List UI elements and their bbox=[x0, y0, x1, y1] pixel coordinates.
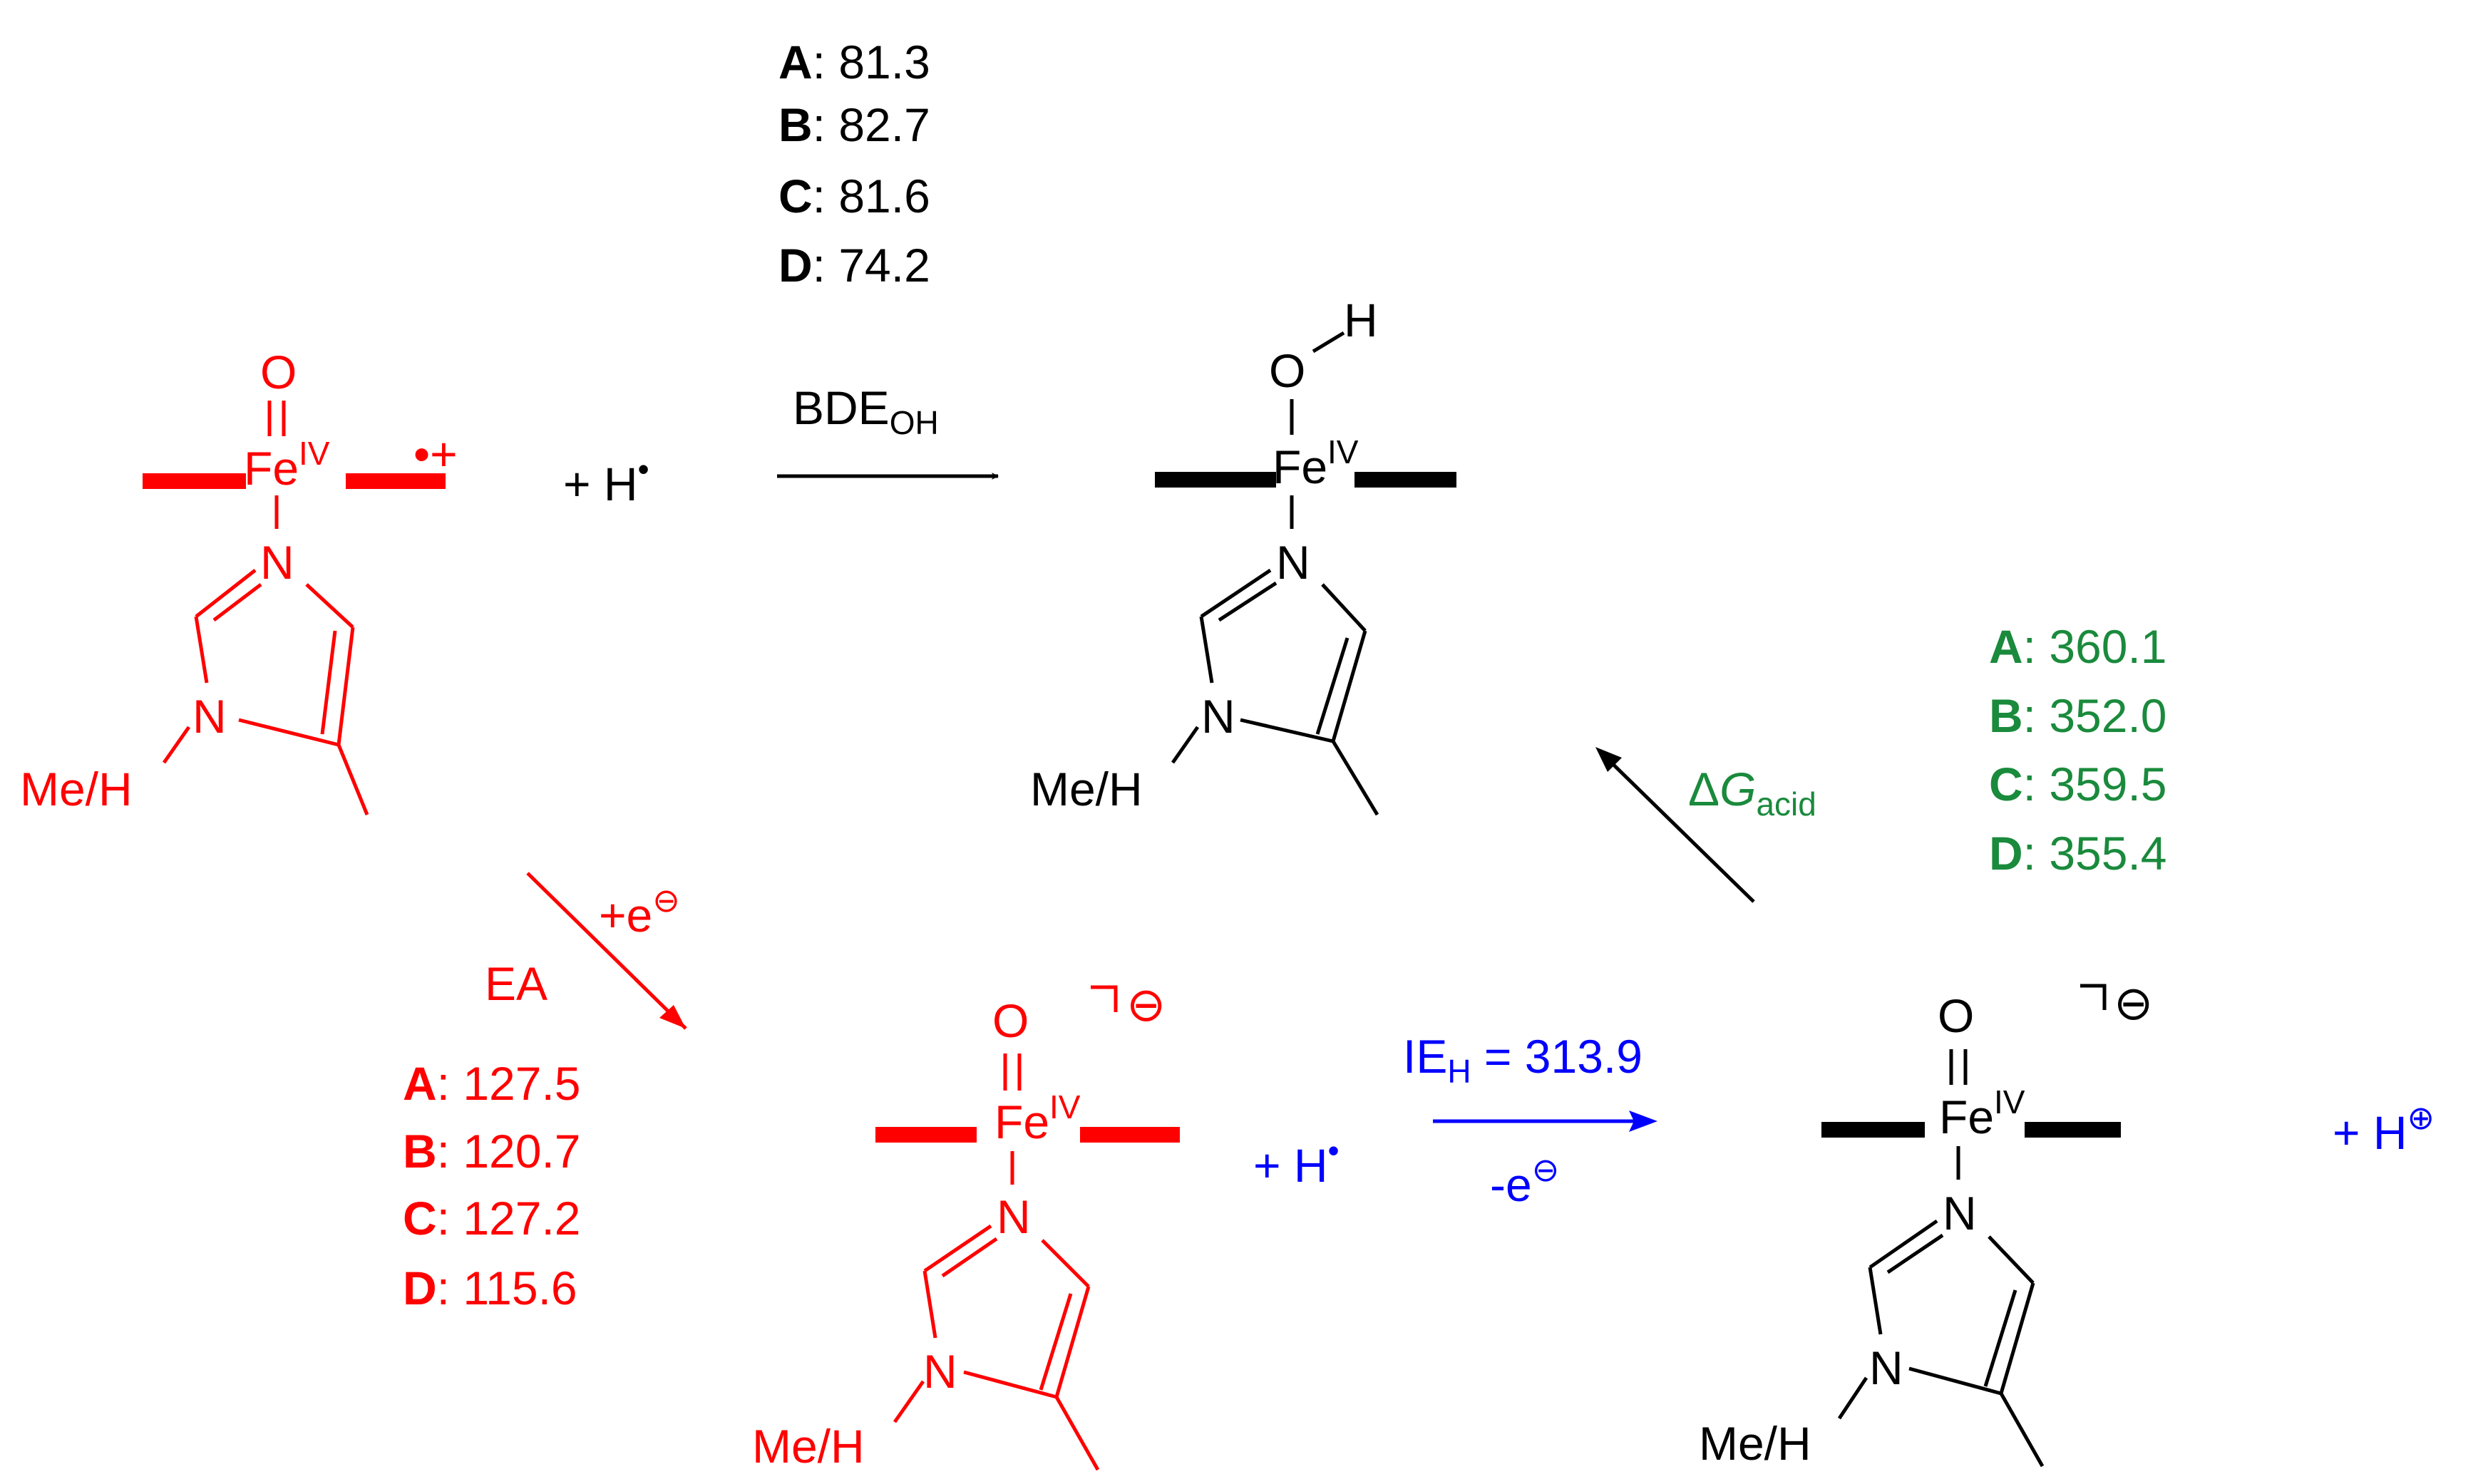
bde-a-value: A: 81.3 bbox=[778, 36, 930, 88]
acid-d-value: D: 355.4 bbox=[1989, 827, 2167, 880]
ea-arrow bbox=[526, 872, 687, 1030]
nitrogen-atom-bottom: N bbox=[923, 1345, 957, 1398]
ea-b-value: B: 120.7 bbox=[403, 1125, 581, 1178]
methyl-or-h-label: Me/H bbox=[1030, 763, 1143, 815]
nitrogen-atom-bottom: N bbox=[192, 690, 227, 743]
anion-bracket bbox=[2080, 984, 2107, 1010]
o-h-bond bbox=[1312, 331, 1345, 354]
nitrogen-atom-bottom: N bbox=[1201, 690, 1235, 743]
molecule-anion-red: O FeIV ⊖ N N Me/H bbox=[752, 978, 1180, 1473]
ie-label: IEH = 313.9 bbox=[1403, 1030, 1643, 1090]
oxygen-atom: O bbox=[260, 346, 297, 398]
iron-atom: FeIV bbox=[994, 1088, 1081, 1148]
imidazole-ring bbox=[1837, 1219, 2045, 1468]
ea-electron-label: +e⊖ bbox=[599, 882, 680, 942]
bde-d-value: D: 74.2 bbox=[778, 239, 930, 292]
ea-d-value: D: 115.6 bbox=[403, 1262, 577, 1314]
bde-c-value: C: 81.6 bbox=[778, 170, 930, 222]
nitrogen-atom-top: N bbox=[260, 536, 294, 589]
hydrogen-atom-reagent: + H• bbox=[563, 450, 649, 510]
hydrogen-atom-reagent-blue: + H• bbox=[1253, 1132, 1340, 1192]
ie-arrow-head bbox=[1629, 1111, 1657, 1132]
molecule-fe-oh-product: O H FeIV N N Me/H bbox=[1030, 294, 1456, 816]
anion-charge: ⊖ bbox=[1126, 978, 1166, 1031]
acid-a-value: A: 360.1 bbox=[1989, 620, 2167, 673]
oxygen-atom: O bbox=[1269, 344, 1305, 397]
oxygen-atom: O bbox=[1938, 989, 1974, 1042]
ea-c-value: C: 127.2 bbox=[403, 1192, 581, 1245]
molecule-anion-black: O FeIV ⊖ N N Me/H bbox=[1699, 977, 2153, 1470]
nitrogen-atom-bottom: N bbox=[1869, 1341, 1903, 1394]
imidazole-ring bbox=[1171, 568, 1379, 816]
imidazole-ring bbox=[893, 1224, 1100, 1471]
methyl-or-h-label: Me/H bbox=[20, 763, 133, 815]
acid-c-value: C: 359.5 bbox=[1989, 758, 2167, 810]
radical-cation-charge: •+ bbox=[413, 428, 458, 480]
nitrogen-atom-top: N bbox=[997, 1190, 1031, 1243]
methyl-or-h-label: Me/H bbox=[752, 1420, 865, 1473]
ie-electron-label: -e⊖ bbox=[1490, 1151, 1559, 1211]
nitrogen-atom-top: N bbox=[1943, 1187, 1977, 1240]
anion-charge: ⊖ bbox=[2114, 977, 2153, 1029]
nitrogen-atom-top: N bbox=[1276, 536, 1310, 589]
acid-label: ΔGacid bbox=[1688, 763, 1816, 823]
proton-product: + H⊕ bbox=[2333, 1099, 2435, 1159]
molecule-radical-cation: O FeIV •+ N N Me/H bbox=[20, 346, 458, 815]
ea-label: EA bbox=[485, 957, 548, 1010]
methyl-or-h-label: Me/H bbox=[1699, 1417, 1811, 1470]
iron-atom: FeIV bbox=[244, 435, 330, 495]
acid-arrow bbox=[1599, 751, 1755, 903]
acid-b-value: B: 352.0 bbox=[1989, 689, 2167, 742]
anion-bracket bbox=[1091, 985, 1118, 1012]
bde-oh-label: BDEOH bbox=[793, 381, 939, 441]
oxygen-atom: O bbox=[992, 994, 1029, 1047]
ea-arrow-head bbox=[659, 1005, 686, 1029]
acid-arrow-head bbox=[1595, 747, 1622, 772]
ea-a-value: A: 127.5 bbox=[403, 1057, 581, 1110]
iron-atom: FeIV bbox=[1273, 433, 1359, 493]
hydrogen-atom: H bbox=[1344, 294, 1378, 346]
iron-atom: FeIV bbox=[1939, 1083, 2025, 1143]
bde-b-value: B: 82.7 bbox=[778, 98, 930, 151]
imidazole-ring bbox=[162, 569, 369, 815]
